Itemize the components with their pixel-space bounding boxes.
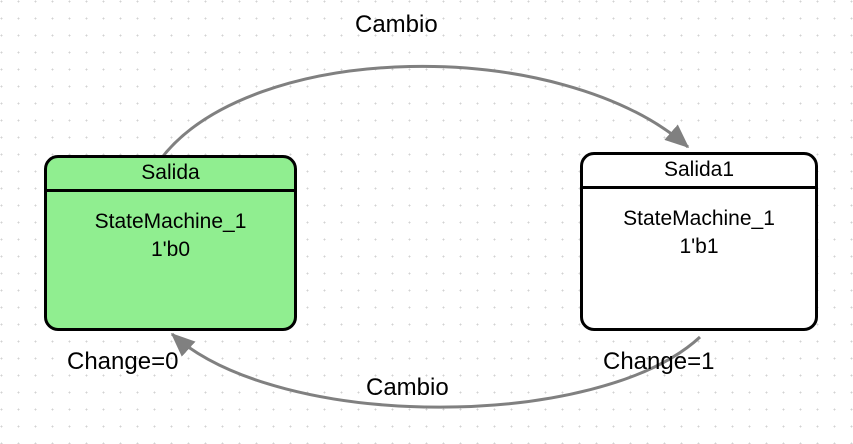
transition-label-top-cambio: Cambio [355,11,438,38]
state-node-salida-body-line-2: 1'b0 [150,237,191,261]
state-node-salida[interactable]: Salida StateMachine_1 1'b0 [44,155,297,331]
transition-edge-salida1-to-salida[interactable] [170,332,702,409]
state-node-salida1-body-line-1: StateMachine_1 [623,207,775,230]
state-node-salida1[interactable]: Salida1 StateMachine_1 1'b1 [580,152,818,331]
state-node-salida-body-line-1: StateMachine_1 [94,210,247,233]
state-node-salida1-body: StateMachine_1 1'b1 [583,189,815,328]
state-node-salida1-body-line-2: 1'b1 [679,234,719,258]
transition-guard-change-1: Change=1 [603,348,715,375]
state-node-salida1-title: Salida1 [583,155,815,189]
transition-edge-salida-to-salida1[interactable] [158,64,690,161]
state-node-salida-body: StateMachine_1 1'b0 [47,192,294,328]
transition-label-bottom-cambio: Cambio [366,374,449,401]
state-node-salida-title: Salida [47,158,294,192]
transition-guard-change-0: Change=0 [67,348,179,375]
